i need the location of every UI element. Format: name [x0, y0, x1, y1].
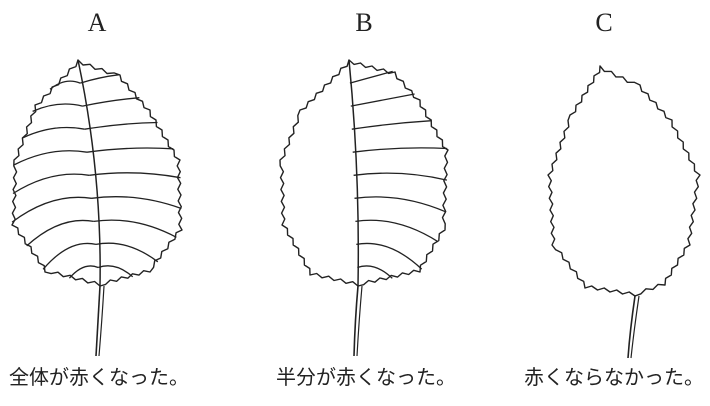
leaf-a-vein-left	[27, 220, 94, 245]
leaf-a-vein-right	[94, 220, 177, 237]
leaf-b-vein-right	[355, 220, 438, 241]
leaf-b-vein-right	[357, 266, 392, 278]
leaf-c-label: C	[595, 8, 612, 38]
leaf-b-outline	[280, 60, 448, 286]
leaf-a-vein-left	[69, 266, 98, 278]
leaf-b-vein-right	[353, 148, 448, 152]
leaf-a-vein-left	[12, 197, 91, 222]
leaf-a-vein-left	[13, 174, 89, 193]
leaf-a-vein-right	[80, 75, 119, 83]
leaf-a-midrib	[78, 60, 100, 286]
leaf-b-vein-right	[351, 94, 415, 106]
leaf-b-label: B	[355, 8, 372, 38]
leaf-a-vein-right	[89, 173, 180, 178]
leaf-a-vein-left	[22, 127, 84, 138]
leaf-a-vein-left	[43, 243, 96, 269]
leaf-b-vein-right	[354, 173, 447, 180]
leaf-c-stem-edge	[631, 296, 639, 358]
leaf-b-midrib	[349, 60, 358, 286]
leaf-a-vein-left	[33, 104, 83, 111]
leaf-b-vein-right	[352, 121, 432, 130]
leaf-c-outline	[548, 66, 700, 296]
leaf-b-vein-right	[355, 197, 446, 212]
leaf-a-vein-right	[83, 98, 140, 106]
leaf-a-label: A	[88, 8, 107, 38]
leaf-a-vein-right	[87, 148, 173, 152]
leaf-a-vein-right	[96, 243, 158, 262]
leaf-b-vein-right	[350, 71, 393, 83]
leaf-c-caption: 赤くならなかった。	[524, 364, 704, 390]
leaf-a-vein-left	[50, 81, 80, 89]
leaf-a-vein-right	[98, 266, 133, 277]
leaf-b-vein-right	[356, 243, 421, 269]
leaf-b-caption: 半分が赤くなった。	[276, 364, 456, 390]
leaf-a-vein-left	[14, 151, 87, 165]
leaf-a-vein-right	[85, 123, 158, 130]
leaf-a-outline	[12, 60, 182, 286]
leaf-a-vein-right	[92, 197, 182, 209]
leaf-a-caption: 全体が赤くなった。	[9, 364, 189, 390]
